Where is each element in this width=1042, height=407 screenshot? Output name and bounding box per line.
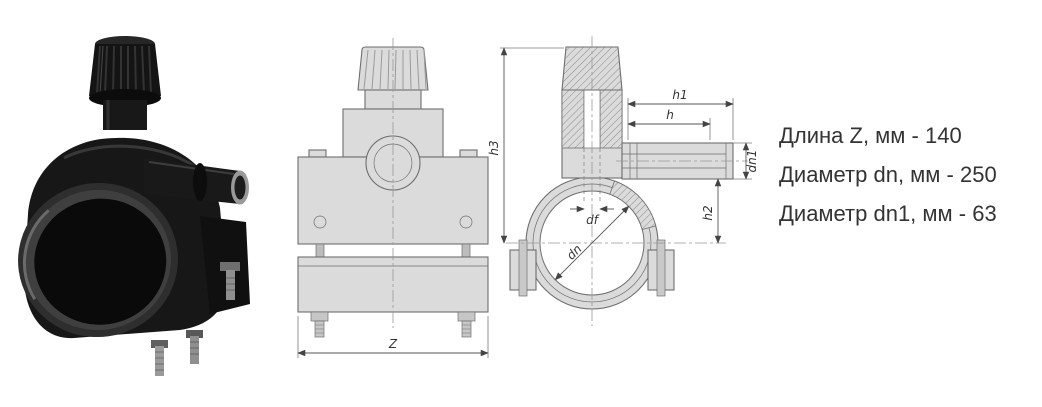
dim-label-z: Z [388, 337, 398, 351]
side-view [506, 36, 748, 326]
product-specs: Длина Z, мм - 140 Диаметр dn, мм - 250 Д… [779, 116, 997, 233]
cap-shape [89, 36, 161, 130]
spec-diameter-dn: Диаметр dn, мм - 250 [779, 162, 997, 187]
dim-label-dn1: dn1 [745, 150, 759, 173]
spec-length-z: Длина Z, мм - 140 [779, 123, 962, 148]
dim-label-h2: h2 [701, 205, 715, 220]
dim-label-df: df [586, 213, 600, 227]
outlet-spigot-shape [144, 158, 249, 205]
dim-label-h3: h3 [487, 140, 501, 155]
dimensions: Z h3 h1 h dn1 h2 df [297, 47, 759, 358]
front-view [297, 38, 489, 338]
dim-label-h: h [666, 108, 674, 122]
spec-diameter-dn1: Диаметр dn1, мм - 63 [779, 201, 997, 226]
pipe-opening-shape [18, 182, 178, 338]
technical-drawing: Z h3 h1 h dn1 h2 df [297, 36, 759, 358]
product-photo [18, 36, 250, 376]
clamp-bolts-shape [151, 216, 250, 376]
dim-label-h1: h1 [672, 88, 687, 102]
